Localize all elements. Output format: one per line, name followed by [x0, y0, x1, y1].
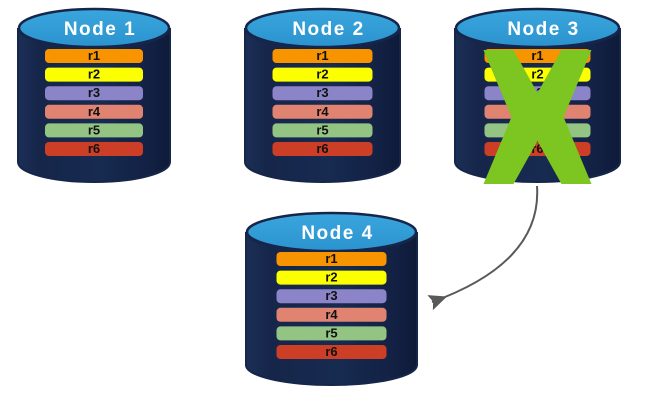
node-2-row-r4[interactable]: [272, 104, 373, 119]
node-4-row-r5-label: r5: [325, 325, 337, 340]
node-4-row-r1[interactable]: [276, 252, 387, 266]
node-4-row-r4[interactable]: [276, 307, 387, 322]
node-4-row-r6-label: r6: [325, 344, 337, 359]
node-3-row-r1-label: r1: [531, 48, 543, 63]
node-1-row-r2-label: r2: [88, 67, 100, 82]
node-4-label: Node 4: [301, 223, 373, 244]
node-1-top-cap: [17, 7, 171, 49]
node-4-top-cap: [245, 211, 418, 253]
node-1-row-r1[interactable]: [45, 49, 143, 63]
node-1-row-r5[interactable]: [45, 123, 143, 138]
node-1-row-r2[interactable]: [45, 67, 143, 82]
node-1-label: Node 1: [64, 19, 136, 40]
node-4-row-r2-label: r2: [325, 270, 337, 285]
failure-cross: [483, 50, 592, 184]
replication-arrow-path: [427, 185, 539, 311]
node-2-row-r1[interactable]: [272, 49, 373, 63]
node-2-top-cap: [244, 7, 401, 49]
node-3-top-cap: [454, 7, 621, 49]
node-2-row-r2[interactable]: [272, 67, 373, 82]
node-1-row-r5-label: r5: [88, 122, 100, 137]
node-2-row-r3-label: r3: [316, 85, 328, 100]
node-1-row-r6[interactable]: [45, 142, 143, 156]
node-2-row-r5[interactable]: [272, 123, 373, 138]
node-2-row-r6[interactable]: [272, 142, 373, 156]
node-3-row-r2-label: r2: [531, 67, 543, 82]
node-4-row-r5[interactable]: [276, 326, 387, 341]
node-4-row-r6[interactable]: [276, 345, 387, 359]
node-3-label: Node 3: [507, 19, 579, 40]
node-4-row-r3-label: r3: [325, 288, 337, 303]
node-1-row-r3[interactable]: [45, 86, 143, 101]
node-1-row-r3-label: r3: [88, 85, 100, 100]
node-2-row-r6-label: r6: [316, 141, 328, 156]
node-1-row-r1-label: r1: [88, 48, 100, 63]
node-1[interactable]: Node 1 r1 r2 r3 r4 r5 r6: [17, 7, 171, 183]
node-4-row-r2[interactable]: [276, 270, 387, 285]
node-2-row-r1-label: r1: [316, 48, 328, 63]
node-4-row-r1-label: r1: [325, 251, 337, 266]
node-4-row-r3[interactable]: [276, 289, 387, 304]
node-2[interactable]: Node 2 r1 r2 r3 r4 r5 r6: [244, 7, 401, 183]
node-1-row-r4[interactable]: [45, 104, 143, 119]
node-2-label: Node 2: [292, 19, 364, 40]
node-4-row-r4-label: r4: [325, 307, 338, 322]
node-1-row-r6-label: r6: [88, 141, 100, 156]
node-2-row-r2-label: r2: [316, 67, 328, 82]
replication-arrow: [427, 185, 539, 311]
node-4[interactable]: Node 4 r1 r2 r3 r4 r5 r6: [245, 211, 418, 386]
node-2-row-r5-label: r5: [316, 122, 328, 137]
node-2-row-r3[interactable]: [272, 86, 373, 101]
node-1-row-r4-label: r4: [88, 104, 101, 119]
node-2-row-r4-label: r4: [316, 104, 329, 119]
failure-cross-shape: [483, 50, 592, 184]
